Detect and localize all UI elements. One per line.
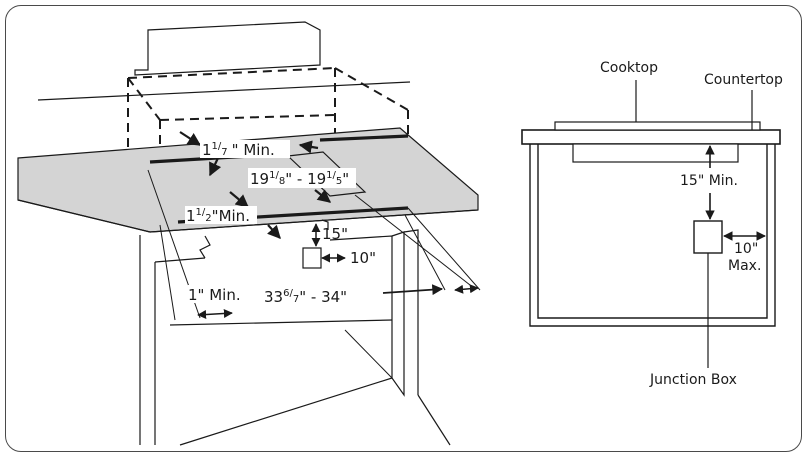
- min-height-label: 15" Min.: [680, 173, 738, 189]
- jbox-vertical-label: 15": [322, 225, 348, 243]
- max-offset-unit: Max.: [728, 258, 761, 274]
- countertop-slab: [521, 129, 781, 145]
- cutout-width-label: 336/7" - 34": [264, 288, 347, 306]
- cabinet-inner: [537, 144, 768, 319]
- vent-hood-outline: [134, 21, 321, 76]
- jbox-horizontal-label: 10": [350, 249, 376, 267]
- dimension-labels-left: 11/7" Min. 191/8" - 191/5" 11/2"Min. 15"…: [185, 140, 380, 306]
- section-arrows: [705, 145, 766, 241]
- cooktop-body: [572, 143, 739, 163]
- cutout-depth-label: 191/8" - 191/5": [250, 170, 349, 188]
- cooktop-top: [554, 121, 761, 131]
- countertop-label: Countertop: [704, 72, 783, 88]
- cabinet-outer: [529, 144, 776, 327]
- side-clearance-label: 1" Min.: [188, 286, 241, 304]
- section-labels: Cooktop Countertop 15" Min. 10" Max. Jun…: [600, 60, 783, 388]
- rear-gap-label: 11/7" Min.: [202, 141, 275, 159]
- perspective-view: [17, 21, 481, 446]
- junction-box-label: Junction Box: [649, 372, 737, 388]
- section-view: [521, 80, 781, 368]
- max-offset-value: 10": [734, 241, 758, 257]
- cooktop-label: Cooktop: [600, 60, 658, 76]
- junction-box: [693, 220, 723, 254]
- dimension-arrows-left: [179, 131, 479, 320]
- front-gap-label: 11/2"Min.: [186, 207, 250, 225]
- figure-frame: [5, 5, 802, 452]
- junction-box-small: [302, 247, 322, 269]
